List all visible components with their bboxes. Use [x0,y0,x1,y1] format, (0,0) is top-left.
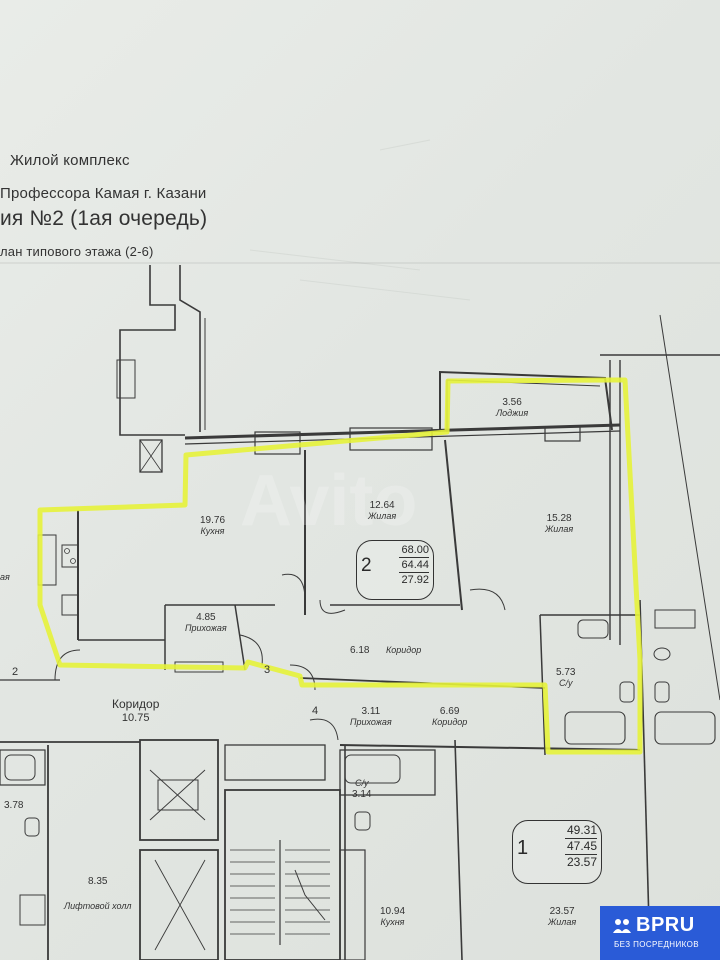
room-area: 3.11 [361,706,381,717]
room-name: Кухня [200,526,225,536]
room-lift-hall: 8.35 Лифтовой холл [64,876,131,912]
door-number: 2 [12,666,19,678]
room-corridor-main: Коридор 10.75 [112,697,159,725]
apartment-total-area: 68.00 [401,544,429,556]
apartment-total-area: 49.31 [566,823,597,837]
apartment-highlight [37,377,643,755]
room-area: 10.75 [121,712,150,724]
people-icon [613,919,631,933]
room-living-2: 15.28 Жилая [545,513,573,535]
apartment-area: 47.45 [564,838,597,853]
apartment-area: 64.44 [399,557,429,571]
room-area: 6.69 [439,706,460,717]
complex-address: Профессора Камая г. Казани [0,185,207,202]
room-area: 4.85 [196,612,216,623]
room-hall: 4.85 Прихожая [185,612,227,634]
room-name: Прихожая [350,717,392,727]
complex-title: Жилой комплекс [10,152,130,169]
apartment-areas: 68.00 64.44 27.92 [399,543,429,587]
room-living-1: 12.64 Жилая [368,500,396,522]
room-area: 8.35 [88,876,108,887]
apartment-1-badge: 1 49.31 47.45 23.57 [512,820,602,884]
apartment-rooms: 2 [361,555,372,576]
floor-subtitle: лан типового этажа (2-6) [0,244,154,259]
room-area: 3.78 [4,800,24,811]
room-area: 10.94 [380,906,406,917]
room-name: Прихожая [185,623,227,633]
apartment-areas: 49.31 47.45 23.57 [564,823,597,870]
room-name: Лифтовой холл [64,901,132,911]
logo-subtitle: БЕЗ ПОСРЕДНИКОВ [614,940,699,949]
room-corridor-2: 6.69 Коридор [432,706,467,728]
room-living-3: 23.57 Жилая [548,906,576,928]
room-bath-2: С/у 3.14 [352,778,371,800]
bpru-logo[interactable]: BPRU БЕЗ ПОСРЕДНИКОВ [600,906,720,960]
room-area: 23.57 [549,906,575,917]
room-area: 3.56 [502,397,522,408]
paper-texture [249,139,471,301]
room-kitchen-2: 10.94 Кухня [380,906,405,928]
logo-brand: BPRU [636,914,695,936]
room-name: ая [0,572,10,582]
room-name: Жилая [548,917,577,927]
room-area: 3.14 [352,789,372,800]
room-bath-3: 3.78 [4,800,23,811]
room-bath: 5.73 С/у [556,667,575,689]
door-number: 3 [264,664,271,676]
apartment-living-area: 27.92 [399,572,429,586]
room-area: 19.76 [200,515,226,526]
door-number: 4 [312,705,319,717]
apartment-living-area: 23.57 [564,854,597,869]
room-left-partial: ая [0,572,10,583]
room-name: Коридор [112,697,160,711]
room-name: Лоджия [496,408,529,418]
room-name: Коридор [432,717,468,727]
room-name: Жилая [368,511,397,521]
room-hall-2: 3.11 Прихожая [350,706,392,728]
walls [0,262,720,960]
room-name: Коридор [385,645,422,655]
room-area: 12.64 [369,500,395,511]
room-area: 5.73 [556,667,576,678]
room-name: С/у [558,678,573,688]
room-kitchen: 19.76 Кухня [200,515,225,537]
room-loggia: 3.56 Лоджия [496,397,528,419]
watermark-text: Avito [240,461,417,541]
room-area: 6.18 [350,645,370,656]
room-name: Кухня [380,917,405,927]
room-area: 15.28 [546,513,572,524]
room-name: Жилая [545,524,574,534]
room-corridor-1: 6.18 Коридор [350,645,421,656]
apartment-2-badge: 2 68.00 64.44 27.92 [356,540,434,600]
apartment-rooms: 1 [517,837,529,859]
section-title: ия №2 (1ая очередь) [0,207,208,230]
room-name: С/у [354,778,369,788]
